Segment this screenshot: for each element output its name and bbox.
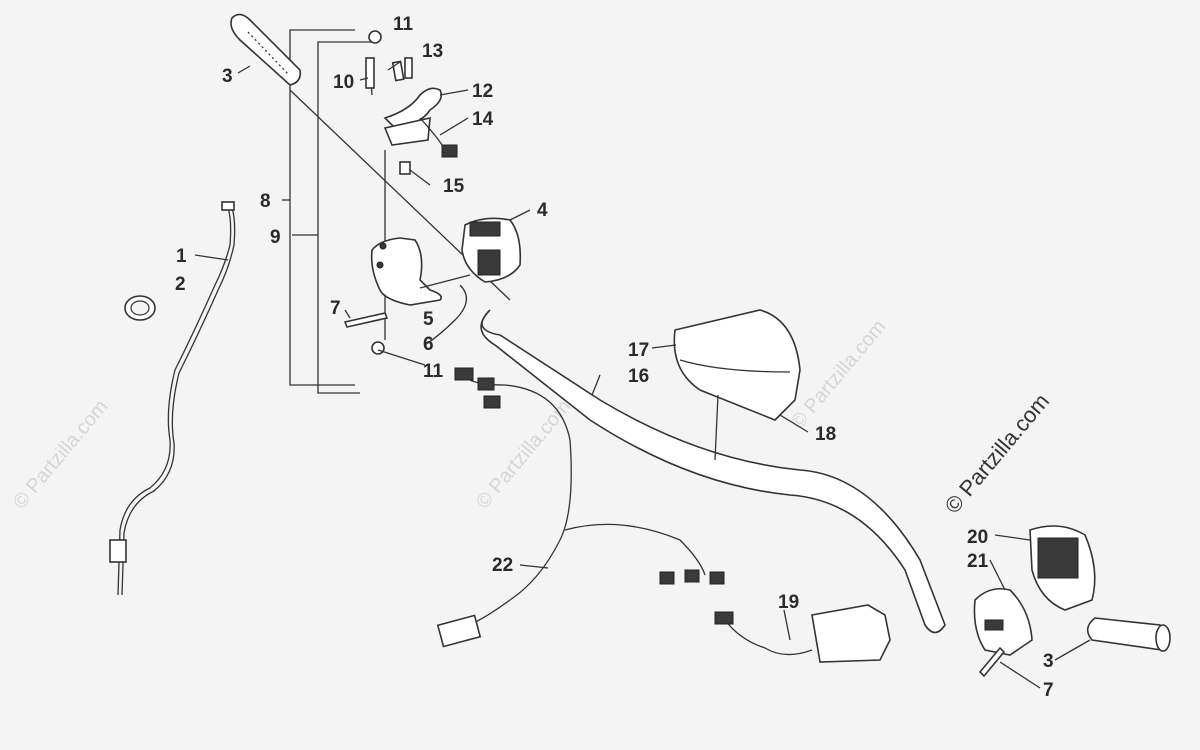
crossbar-pad [673,309,801,461]
watermark-main: © Partzilla.com [940,389,1054,519]
wiring-harness [436,367,725,648]
callout-20: 20 [967,527,988,548]
callout-3-right: 3 [1043,651,1054,672]
callout-3-left: 3 [222,66,233,87]
callout-21: 21 [967,551,989,572]
callout-7-right: 7 [1043,680,1054,701]
bracket-8-9 [282,29,375,394]
callout-11-bottom: 11 [423,361,444,382]
left-grip [230,13,302,86]
right-control-module [973,525,1096,678]
callout-19: 19 [778,592,799,613]
handlebar [480,309,946,634]
throttle-cable [109,201,236,596]
callout-17: 17 [628,340,649,361]
callout-13: 13 [422,41,443,62]
callout-7-left: 7 [330,298,341,319]
callout-1: 1 [176,246,187,267]
callout-15: 15 [443,176,465,197]
screw-7-left [343,312,389,328]
watermark-faint-3: © Partzilla.com [787,316,890,433]
callout-4: 4 [537,200,548,221]
left-switch-housing [370,237,471,346]
cable-clip-2 [124,295,156,321]
leader-lines [194,61,1091,689]
callout-16: 16 [628,366,649,387]
callout-22: 22 [492,555,513,576]
washer-11-bottom [371,341,385,355]
callout-5: 5 [423,309,434,330]
callout-6: 6 [423,334,434,355]
right-grip [1086,617,1171,652]
callout-8: 8 [260,191,271,212]
washer-11-top [368,30,382,44]
callout-2: 2 [175,274,186,295]
callout-18: 18 [815,424,836,445]
control-module-4 [461,217,522,283]
callout-10: 10 [333,72,354,93]
callout-14: 14 [472,109,494,130]
callout-11-top: 11 [393,14,414,35]
heater-element [714,604,891,663]
watermark-faint-1: © Partzilla.com [9,396,112,513]
callout-9: 9 [270,227,281,248]
callout-12: 12 [472,81,493,102]
throttle-lever-assembly [365,57,458,175]
